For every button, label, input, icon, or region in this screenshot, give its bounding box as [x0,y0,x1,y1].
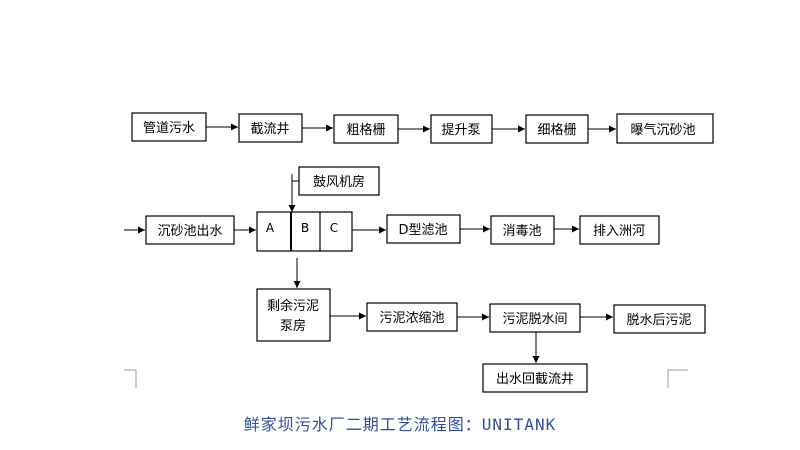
node-d-filter: D型滤池 [386,214,461,244]
node-label: 管道污水 [143,121,195,136]
node-intercept-well: 截流井 [238,113,303,143]
node-dewatered-sludge: 脱水后污泥 [613,304,706,334]
node-label-line1: 剩余污泥 [267,298,319,314]
node-sludge-pump-room: 剩余污泥 泵房 [256,288,331,342]
node-label: 鼓风机房 [313,174,365,190]
node-label: 脱水后污泥 [626,313,691,328]
tank-c-label: C [330,221,338,235]
node-label: 沉砂池出水 [157,224,222,239]
node-label: 消毒池 [502,224,541,239]
corner-mark-right [667,369,688,388]
node-label: 出水回截流井 [496,372,574,387]
node-disinfection: 消毒池 [490,215,555,245]
node-grit-outlet: 沉砂池出水 [145,215,235,245]
node-label: 粗格栅 [346,122,385,138]
node-label: 截流井 [250,122,289,137]
node-aerated-grit: 曝气沉砂池 [616,113,714,144]
node-label: 曝气沉砂池 [630,122,695,138]
node-fine-screen: 细格栅 [525,114,589,144]
tank-a-label: A [266,221,275,235]
node-label: 污泥脱水间 [502,312,567,327]
node-coarse-screen: 粗格栅 [333,114,399,144]
node-label-line2: 泵房 [280,318,306,334]
tank-b-label: B [301,221,309,235]
node-blower-room: 鼓风机房 [298,166,380,196]
node-dewatering: 污泥脱水间 [489,303,581,333]
node-lift-pump: 提升泵 [430,114,493,144]
node-label: 细格栅 [537,122,576,138]
node-label: 污泥浓缩池 [379,310,444,326]
node-label: 提升泵 [441,122,480,138]
node-label: 排入洲河 [593,224,645,239]
node-label: D型滤池 [398,223,447,238]
node-discharge: 排入洲河 [579,215,660,245]
node-unitank: A B C [256,211,353,252]
node-sludge-thickener: 污泥浓缩池 [366,302,458,332]
figure-caption: 鲜家坝污水厂二期工艺流程图：UNITANK [243,415,557,434]
corner-mark-left [124,369,137,388]
node-return-well: 出水回截流井 [482,363,588,393]
node-pipe-sewage: 管道污水 [131,112,207,142]
